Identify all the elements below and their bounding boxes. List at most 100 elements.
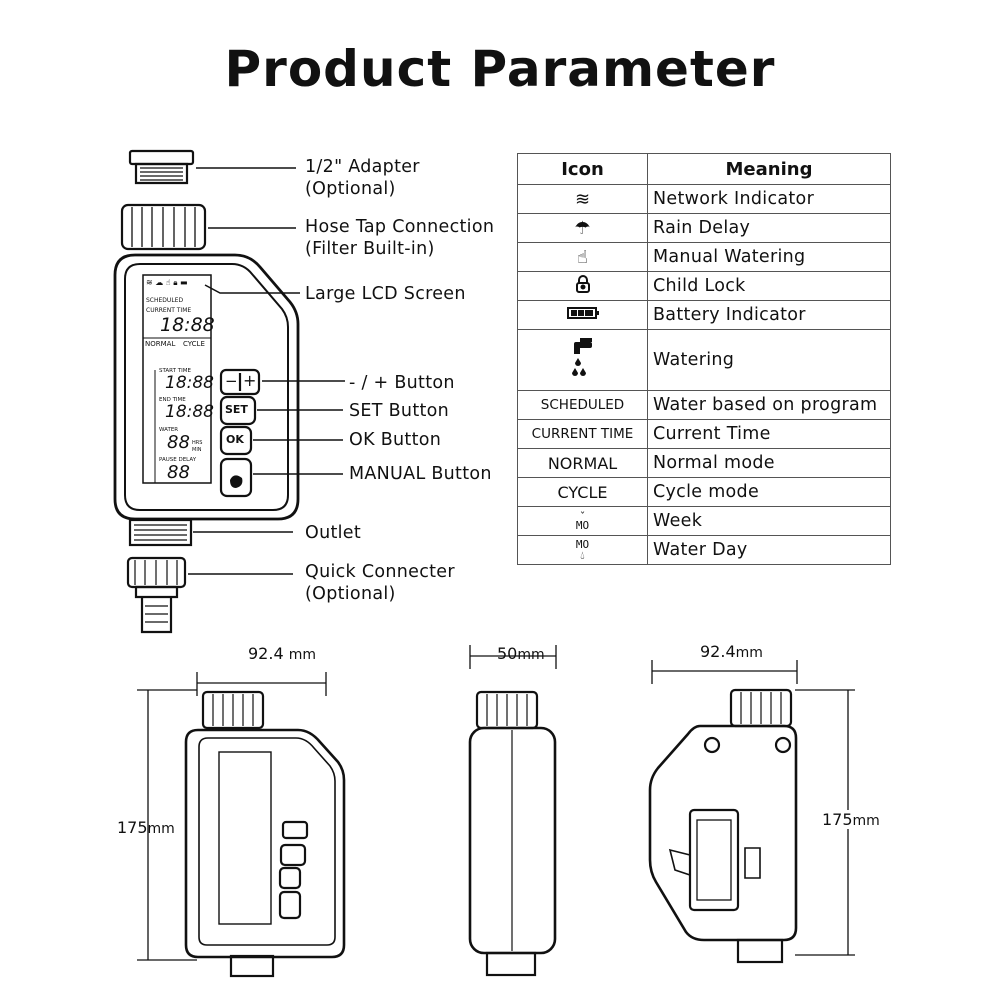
callout-quick-optional: (Optional) (305, 584, 396, 604)
meaning-cell: Manual Watering (647, 242, 891, 272)
meaning-cell: Water Day (647, 535, 891, 565)
lcd-end-time: END TIME (159, 397, 186, 403)
callout-adapter-optional: (Optional) (305, 179, 396, 199)
ok-button[interactable]: OK (226, 433, 244, 446)
meaning-cell: Watering (647, 329, 891, 391)
meaning-cell: Rain Delay (647, 213, 891, 243)
lcd-cycle: CYCLE (183, 340, 205, 348)
callout-adapter: 1/2" Adapter (305, 157, 420, 177)
dimension-unit: mm (735, 645, 763, 661)
hand-icon: ☝ (165, 278, 171, 287)
lcd-current-time: CURRENT TIME (146, 307, 192, 314)
hose-tap-drawing (120, 203, 207, 251)
meaning-cell: Water based on program (647, 390, 891, 420)
callout-hose-tap: Hose Tap Connection (305, 217, 495, 237)
callout-lcd: Large LCD Screen (305, 284, 466, 304)
dimension-value: 175 (117, 818, 148, 837)
callout-quick-connecter: Quick Connecter (305, 562, 455, 582)
device-body-drawing (113, 167, 345, 575)
wifi-icon: ≋ (517, 184, 648, 214)
lcd-pause-delay: PAUSE DELAY (159, 457, 197, 463)
callout-set: SET Button (349, 401, 450, 421)
table-header-row: Icon Meaning (517, 153, 891, 185)
battery-icon (517, 300, 648, 330)
side-view-drawing (468, 645, 557, 977)
lcd-start-time: START TIME (159, 368, 191, 374)
water-day-icon: MO💧︎ (517, 535, 648, 565)
cycle-label: CYCLE (517, 477, 648, 507)
dimension-value: 50 (497, 644, 518, 663)
dimension-value: 175 (822, 810, 853, 829)
meaning-cell: Network Indicator (647, 184, 891, 214)
table-row: Watering (517, 329, 891, 391)
lcd-water: WATER (159, 427, 179, 433)
lcd-status-icons: ≋ ☁ ☝ 🔒︎ ▬ (146, 278, 188, 288)
minus-button[interactable]: − (225, 372, 238, 390)
lcd-pause-digits: 88 (167, 462, 190, 483)
lcd-start-clock: 18:88 (165, 373, 214, 393)
icon-meaning-table: Icon Meaning ≋Network Indicator ☂Rain De… (517, 153, 891, 565)
header-icon: Icon (517, 153, 648, 185)
front-width-dimension: 92.4 mm (248, 644, 316, 663)
table-row: ☝Manual Watering (517, 242, 891, 272)
rain-delay-icon: ☁ (155, 278, 164, 287)
rain-delay-icon: ☂ (517, 213, 648, 243)
right-height-dimension: 175mm (822, 810, 880, 829)
week-icon-text: MO (575, 519, 590, 532)
back-width-dimension: 92.4mm (700, 642, 763, 661)
table-row: ≋Network Indicator (517, 184, 891, 214)
callout-plus-minus: - / + Button (349, 373, 455, 393)
quick-connector-drawing (126, 556, 187, 634)
faucet-icon (517, 329, 648, 391)
callout-manual: MANUAL Button (349, 464, 492, 484)
callout-outlet: Outlet (305, 523, 362, 543)
header-meaning: Meaning (647, 153, 891, 185)
meaning-cell: Current Time (647, 419, 891, 449)
side-width-dimension: 50mm (497, 644, 545, 663)
table-row: MO💧︎Water Day (517, 535, 891, 565)
table-row: Battery Indicator (517, 300, 891, 330)
lock-icon (517, 271, 648, 301)
callout-ok: OK Button (349, 430, 442, 450)
normal-label: NORMAL (517, 448, 648, 478)
adapter-drawing (128, 149, 195, 185)
dimension-unit: mm (288, 647, 316, 663)
lcd-hrs: HRS (192, 440, 203, 446)
lcd-normal: NORMAL (145, 340, 176, 348)
dimension-value: 92.4 (700, 642, 736, 661)
dimension-unit: mm (852, 813, 880, 829)
water-day-icon-text: MO (575, 538, 590, 551)
lcd-water-digits: 88 (167, 432, 190, 453)
dimension-value: 92.4 (248, 644, 284, 663)
hand-icon: ☝ (517, 242, 648, 272)
front-view-drawing (137, 672, 346, 978)
lcd-clock: 18:88 (160, 314, 215, 336)
dimension-unit: mm (147, 821, 175, 837)
page-title: Product Parameter (224, 40, 776, 98)
plus-button[interactable]: + (243, 371, 257, 390)
scheduled-label: SCHEDULED (517, 390, 648, 420)
lock-icon: 🔒︎ (173, 278, 178, 287)
wifi-icon: ≋ (146, 278, 153, 287)
callout-filter: (Filter Built-in) (305, 239, 435, 259)
meaning-cell: Week (647, 506, 891, 536)
lcd-end-clock: 18:88 (165, 402, 214, 422)
table-row: Child Lock (517, 271, 891, 301)
lcd-min: MIN (192, 447, 202, 453)
meaning-cell: Cycle mode (647, 477, 891, 507)
meaning-cell: Child Lock (647, 271, 891, 301)
lcd-scheduled: SCHEDULED (146, 297, 184, 304)
left-height-dimension: 175mm (117, 818, 175, 837)
meaning-cell: Normal mode (647, 448, 891, 478)
meaning-cell: Battery Indicator (647, 300, 891, 330)
current-time-label: CURRENT TIME (517, 419, 648, 449)
set-button[interactable]: SET (225, 403, 248, 416)
dimension-unit: mm (517, 647, 545, 663)
battery-icon: ▬ (180, 278, 188, 287)
